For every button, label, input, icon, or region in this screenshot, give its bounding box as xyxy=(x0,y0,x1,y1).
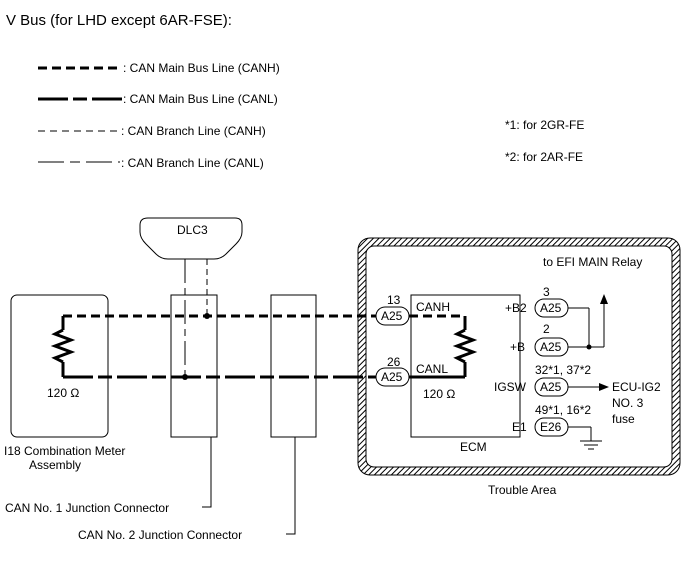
relay-arrow-icon xyxy=(600,294,608,304)
note-2ar-fe: *2: for 2AR-FE xyxy=(505,150,583,164)
legend-label-main-canh: : CAN Main Bus Line (CANH) xyxy=(123,61,280,75)
combination-meter-resistor-label: 120 Ω xyxy=(47,386,79,400)
connector-e1-label: E26 xyxy=(540,420,562,434)
junction-dot-canl xyxy=(182,374,188,380)
signal-b: +B xyxy=(510,340,525,354)
pin-b2: 3 xyxy=(543,285,550,299)
junction-connector-2-box xyxy=(270,294,317,438)
ecu-ig2-label-line1: ECU-IG2 xyxy=(612,380,661,394)
junction-connector-1-box xyxy=(170,294,218,438)
legend-label-main-canl: : CAN Main Bus Line (CANL) xyxy=(123,92,278,106)
dlc3-connector: DLC3 xyxy=(139,217,243,260)
signal-e1: E1 xyxy=(512,420,527,434)
junction-dot-b xyxy=(586,344,592,350)
pin-canh: 13 xyxy=(387,293,401,307)
combination-meter-resistor xyxy=(50,316,76,377)
connector-igsw: A25 xyxy=(534,377,569,397)
connector-e1: E26 xyxy=(534,417,569,437)
connector-canl: A25 xyxy=(375,367,410,387)
igsw-wiring xyxy=(568,383,609,391)
junction-1-callout-line xyxy=(202,437,212,508)
ground-icon xyxy=(568,426,602,450)
ecm-resistor-label: 120 Ω xyxy=(423,387,455,401)
combination-meter-label-line1: I18 Combination Meter xyxy=(4,444,125,458)
ecu-ig2-label-line3: fuse xyxy=(612,412,635,426)
connector-canh-label: A25 xyxy=(381,309,403,323)
legend-label-branch-canl: : CAN Branch Line (CANL) xyxy=(121,156,264,170)
legend-label-branch-canh: : CAN Branch Line (CANH) xyxy=(121,124,266,138)
pin-b: 2 xyxy=(543,322,550,336)
connector-igsw-label: A25 xyxy=(540,380,562,394)
legend: : CAN Main Bus Line (CANH) : CAN Main Bu… xyxy=(38,61,280,170)
connector-canh: A25 xyxy=(375,306,410,326)
signal-igsw: IGSW xyxy=(494,380,527,394)
ecm-label: ECM xyxy=(460,440,487,454)
trouble-area-label: Trouble Area xyxy=(488,483,557,497)
ecu-ig2-arrow-icon xyxy=(599,383,609,391)
connector-canl-label: A25 xyxy=(381,370,403,384)
ecm-resistor xyxy=(452,316,478,377)
junction-1-label: CAN No. 1 Junction Connector xyxy=(5,501,169,515)
junction-2-callout-line xyxy=(286,437,296,535)
signal-canl: CANL xyxy=(416,362,448,376)
pin-igsw: 32*1, 37*2 xyxy=(535,363,591,377)
connector-b-label: A25 xyxy=(540,340,562,354)
efi-main-relay-label: to EFI MAIN Relay xyxy=(543,255,642,269)
junction-2-label: CAN No. 2 Junction Connector xyxy=(78,528,242,542)
ecu-ig2-label-line2: NO. 3 xyxy=(612,396,644,410)
power-wiring xyxy=(568,294,608,350)
connector-b2: A25 xyxy=(534,298,569,318)
combination-meter-label-line2: Assembly xyxy=(29,458,81,472)
combination-meter-box xyxy=(10,294,109,438)
dlc3-label: DLC3 xyxy=(177,223,208,237)
connector-b: A25 xyxy=(534,337,569,357)
diagram-title: V Bus (for LHD except 6AR-FSE): xyxy=(6,12,232,29)
pin-e1: 49*1, 16*2 xyxy=(535,403,591,417)
note-2gr-fe: *1: for 2GR-FE xyxy=(505,118,584,132)
signal-b2: +B2 xyxy=(505,301,527,315)
junction-dot-canh xyxy=(204,313,210,319)
connector-b2-label: A25 xyxy=(540,301,562,315)
signal-canh: CANH xyxy=(416,300,450,314)
pin-canl: 26 xyxy=(387,355,401,369)
